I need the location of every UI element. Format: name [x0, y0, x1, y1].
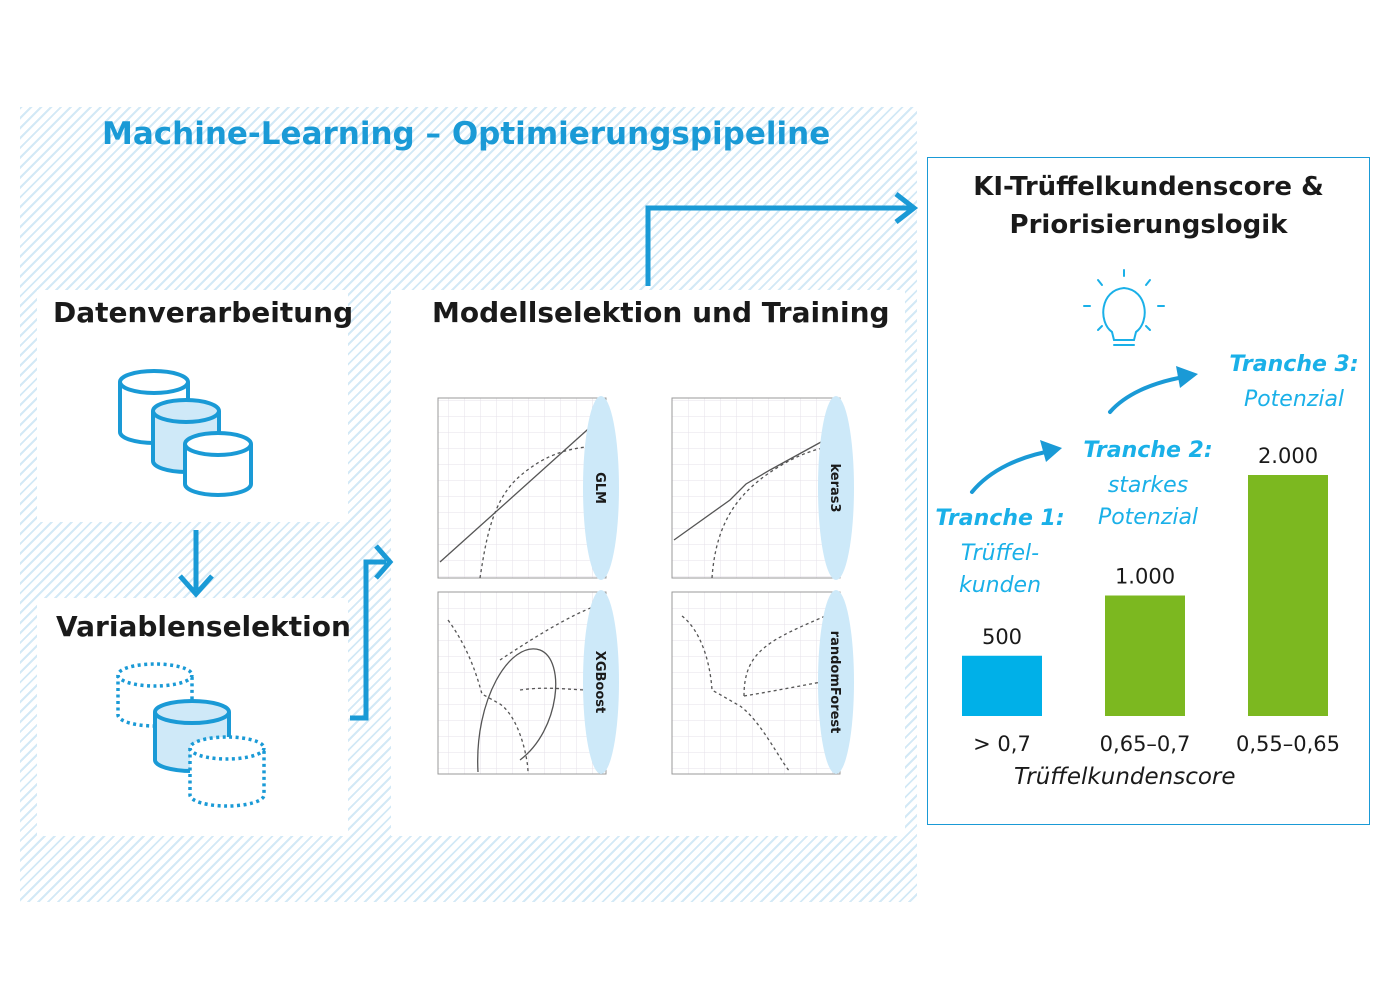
database-icon: [183, 431, 253, 497]
result-title: KI-Trüffelkundenscore & Priorisierungslo…: [927, 168, 1370, 244]
bar-2: [1105, 595, 1185, 716]
plot-xgboost: [437, 591, 607, 775]
bar-category-label: 0,65–0,7: [1100, 732, 1191, 756]
data-processing-heading: Datenverarbeitung: [53, 296, 354, 329]
tranche-2-line: Potenzial: [1097, 505, 1199, 530]
x-axis-title: Trüffelkundenscore: [1014, 764, 1236, 790]
model-label-randomforest: randomForest: [827, 631, 842, 734]
tranche-1-line: kunden: [958, 573, 1042, 598]
plot-glm: [437, 397, 607, 579]
model-selection-heading: Modellselektion und Training: [432, 296, 890, 329]
tranche-1-heading: Tranche 1:: [935, 506, 1065, 531]
model-lens: [583, 396, 619, 580]
tranche-1-subtext: Trüffel- kunden: [930, 538, 1070, 602]
database-dotted-icon: [188, 735, 266, 808]
right-arrow: [350, 559, 386, 721]
model-lens: [818, 396, 854, 580]
bar-category-label: 0,55–0,65: [1236, 732, 1340, 756]
tranche-3-line: Potenzial: [1243, 387, 1345, 412]
tranche-arrow-head: [1176, 366, 1198, 388]
tranche-3-subtext: Potenzial: [1224, 384, 1364, 416]
bar-value-label: 500: [982, 625, 1022, 649]
model-lens: [818, 590, 854, 774]
model-lens: [583, 590, 619, 774]
tranche-3-heading: Tranche 3:: [1229, 352, 1359, 377]
bar-3: [1248, 475, 1328, 716]
result-arrow-head: [894, 192, 919, 224]
model-label-xgboost: XGBoost: [592, 651, 607, 713]
bar-value-label: 2.000: [1258, 444, 1318, 468]
pipeline-title: Machine-Learning – Optimierungspipeline: [102, 116, 831, 152]
variable-selection-heading: Variablenselektion: [56, 610, 351, 643]
plot-keras3: [671, 397, 841, 579]
bar-1: [962, 655, 1042, 716]
result-title-line2: Priorisierungslogik: [1009, 210, 1288, 240]
bar-value-label: 1.000: [1115, 565, 1175, 589]
tranche-2-heading: Tranche 2:: [1083, 438, 1213, 463]
bar-category-label: > 0,7: [973, 732, 1031, 756]
model-label-glm: GLM: [592, 472, 607, 504]
tranche-2-subtext: starkes Potenzial: [1078, 470, 1218, 534]
tranche-arrow-head: [1040, 440, 1062, 462]
right-arrow-head: [374, 544, 394, 580]
model-label-keras3: keras3: [827, 463, 842, 512]
tranche-1-line: Trüffel-: [960, 541, 1040, 566]
result-title-line1: KI-Trüffelkundenscore &: [973, 172, 1324, 202]
result-arrow: [645, 205, 910, 286]
tranche-2-line: starkes: [1107, 473, 1189, 498]
down-arrow-head: [178, 574, 214, 598]
